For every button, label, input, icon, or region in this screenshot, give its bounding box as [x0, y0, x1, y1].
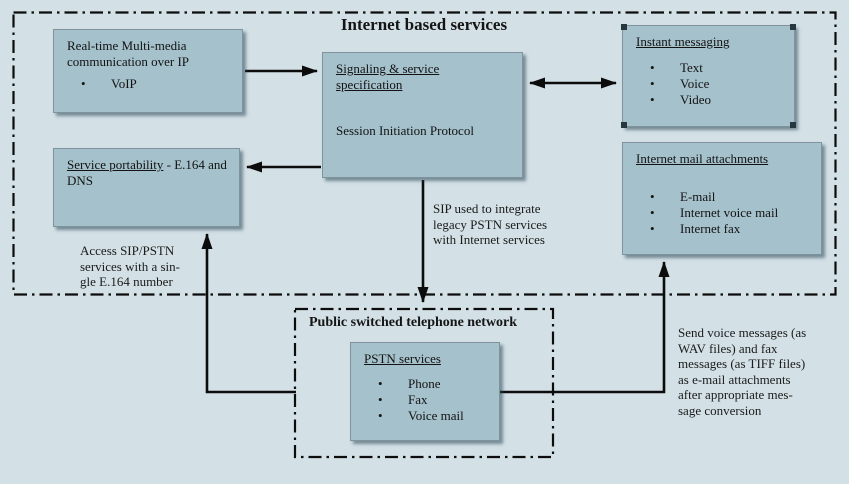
- list-item: Internet voice mail: [636, 205, 813, 221]
- mail-box-list: E-mail Internet voice mail Internet fax: [636, 189, 813, 237]
- corner-mark: [621, 24, 627, 30]
- pstn-box-list: Phone Fax Voice mail: [364, 376, 491, 424]
- note-line: sage conversion: [678, 402, 762, 418]
- instant-box-heading: Instant messaging: [636, 34, 730, 49]
- realtime-box-list: VoIP: [67, 76, 234, 92]
- list-item: Internet fax: [636, 221, 813, 237]
- note-line: services with a sin-: [80, 258, 181, 274]
- internet-region-title: Internet based services: [340, 15, 508, 34]
- pstn-box-heading: PSTN services: [364, 351, 441, 366]
- note-line: messages (as TIFF files): [678, 356, 806, 371]
- arrow-pstn-to-portability: [201, 233, 296, 394]
- list-item: Fax: [364, 392, 491, 408]
- list-item: Text: [636, 60, 786, 76]
- instant-messaging-box: Instant messaging Text Voice Video: [621, 24, 796, 128]
- list-item: Video: [636, 92, 786, 108]
- access-sip-pstn-note: Access SIP/PSTN services with a sin- gle…: [80, 243, 180, 290]
- mail-box-heading: Internet mail attachments: [636, 151, 769, 166]
- list-item: VoIP: [67, 76, 234, 92]
- arrow-pstn-to-mail: [500, 261, 670, 394]
- note-line: as e-mail attachments: [678, 371, 791, 387]
- note-line: with Internet services: [433, 232, 545, 247]
- note-line: after appropriate mes-: [678, 387, 793, 402]
- corner-mark: [790, 24, 796, 30]
- note-line: legacy PSTN services: [433, 216, 548, 232]
- realtime-box-text: Real-time Multi-media communication over…: [67, 38, 190, 69]
- signaling-box-body: Session Initiation Protocol: [336, 123, 474, 138]
- note-line: gle E.164 number: [80, 274, 173, 289]
- note-line: SIP used to integrate: [433, 201, 541, 216]
- list-item: Voice: [636, 76, 786, 92]
- send-voice-fax-note: Send voice messages (as WAV files) and f…: [678, 325, 806, 418]
- service-portability-box: Service portability - E.164 and DNS: [53, 148, 240, 227]
- corner-mark: [621, 122, 627, 128]
- realtime-multimedia-box: Real-time Multi-media communication over…: [53, 29, 243, 113]
- list-item: Phone: [364, 376, 491, 392]
- signaling-service-box: Signaling & service specification Sessio…: [322, 52, 523, 178]
- pstn-region-border: [293, 307, 555, 459]
- sip-integration-note: SIP used to integrate legacy PSTN servic…: [433, 201, 547, 248]
- pstn-region-title: Public switched telephone network: [309, 315, 518, 330]
- instant-box-list: Text Voice Video: [636, 60, 786, 108]
- portability-box-heading-rest: - E.164 and DNS: [67, 157, 227, 188]
- note-line: Send voice messages (as: [678, 325, 807, 340]
- portability-box-heading: Service portability: [67, 157, 164, 172]
- signaling-box-heading: Signaling & service specification: [336, 61, 440, 92]
- internet-mail-attachments-box: Internet mail attachments E-mail Interne…: [622, 142, 822, 255]
- note-line: Access SIP/PSTN: [80, 243, 175, 258]
- list-item: Voice mail: [364, 408, 491, 424]
- note-line: WAV files) and fax: [678, 340, 778, 356]
- corner-mark: [790, 122, 796, 128]
- pstn-services-box: PSTN services Phone Fax Voice mail: [350, 342, 500, 441]
- portability-box-text: Service portability - E.164 and DNS: [67, 157, 235, 189]
- list-item: E-mail: [636, 189, 813, 205]
